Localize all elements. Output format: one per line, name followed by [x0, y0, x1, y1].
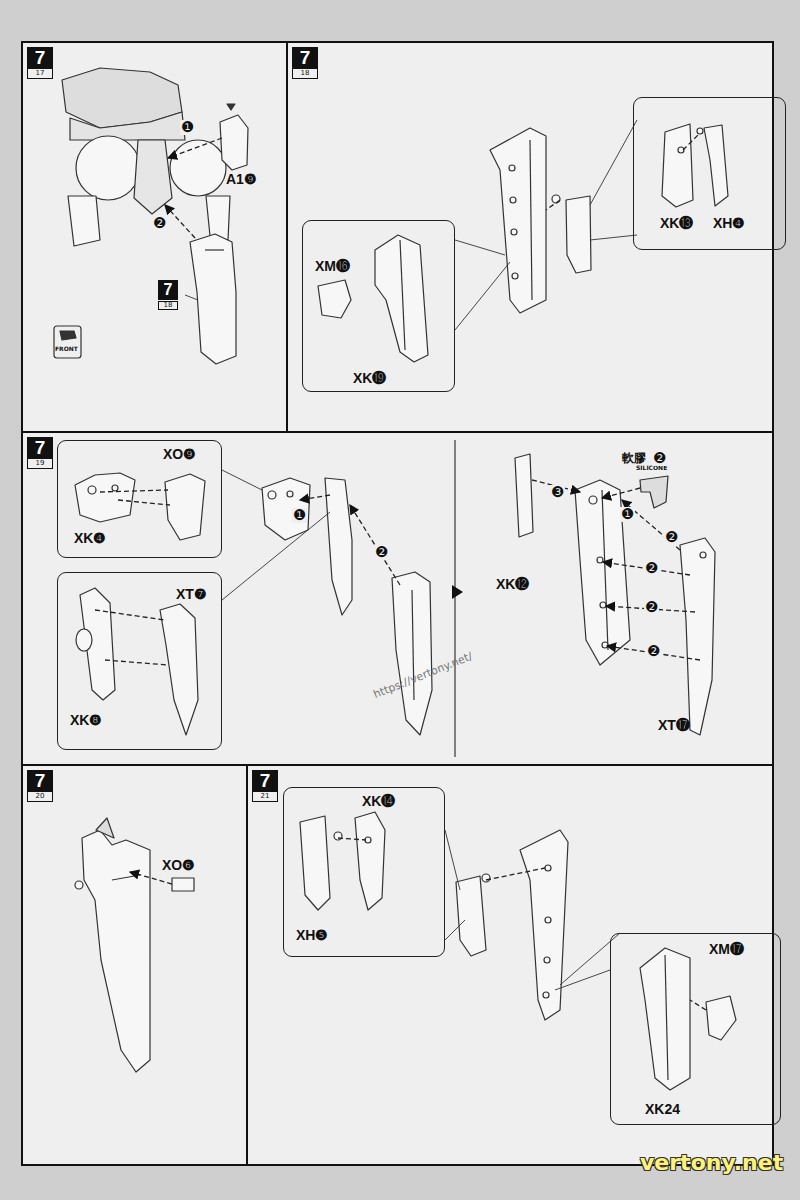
callout-number: ❷ [644, 561, 659, 576]
step-badge: 721 [252, 770, 278, 802]
detail-inset: XM⓰ XK⓳ [302, 220, 455, 392]
watermark: https://vertony.net/ [372, 650, 474, 700]
step-badge: 719 [27, 437, 53, 469]
part-number: XH❺ [296, 928, 328, 942]
sub-step-number: 21 [252, 791, 278, 802]
part-number: XK⓳ [353, 371, 386, 385]
sub-step-number: 19 [27, 458, 53, 469]
detail-inset: XO❾ XK❹ [57, 440, 222, 558]
step-number: 7 [252, 770, 278, 791]
detail-inset: XM⓱ XK24 [610, 933, 781, 1125]
step-number: 7 [27, 47, 53, 68]
part-number: XM⓰ [315, 259, 350, 273]
step-number: 7 [27, 770, 53, 791]
detail-inset: XK⓭ XH❹ [633, 97, 786, 250]
step-badge: 718 [292, 47, 318, 79]
callout-number: ❶ [292, 508, 307, 523]
callout-number: ❷ [664, 530, 679, 545]
part-number: XK❽ [70, 713, 102, 727]
part-number: XK⓭ [660, 216, 693, 230]
sub-step-number: 20 [27, 791, 53, 802]
label: 軟膠 [622, 452, 646, 464]
part-number: XK⓮ [362, 794, 395, 808]
sub-step-number: 17 [27, 68, 53, 79]
part-number: XT❼ [176, 587, 207, 601]
label: 7 [158, 280, 178, 300]
watermark: vertony.net [640, 1152, 783, 1174]
sub-step-number: 18 [292, 68, 318, 79]
step-badge: 720 [27, 770, 53, 802]
callout-number: ❷ [374, 545, 389, 560]
step-number: 7 [292, 47, 318, 68]
part-number: XK❹ [74, 531, 106, 545]
callout-number: ❸ [550, 485, 565, 500]
callout-number: ❷ [152, 216, 167, 231]
callout-number: ❷ [646, 644, 661, 659]
part-number: A1❾ [226, 172, 257, 186]
callout-number: ❶ [180, 120, 195, 135]
detail-inset: XK⓮ XH❺ [283, 787, 445, 957]
label: 18 [158, 301, 178, 310]
callout-number: ❷ [644, 600, 659, 615]
detail-inset: XT❼ XK❽ [57, 572, 222, 750]
part-number: XO❻ [162, 858, 195, 872]
step-badge: 717 [27, 47, 53, 79]
part-number: XK24 [645, 1102, 680, 1116]
callout-number: ❶ [620, 507, 635, 522]
step-number: 7 [27, 437, 53, 458]
callout-number: ❷ [652, 451, 667, 466]
part-number: XH❹ [713, 216, 745, 230]
label: FRONT [55, 346, 78, 352]
part-number: XT⓱ [658, 718, 690, 732]
part-number: XO❾ [163, 447, 196, 461]
part-number: XM⓱ [709, 942, 744, 956]
part-number: XK⓬ [496, 577, 529, 591]
